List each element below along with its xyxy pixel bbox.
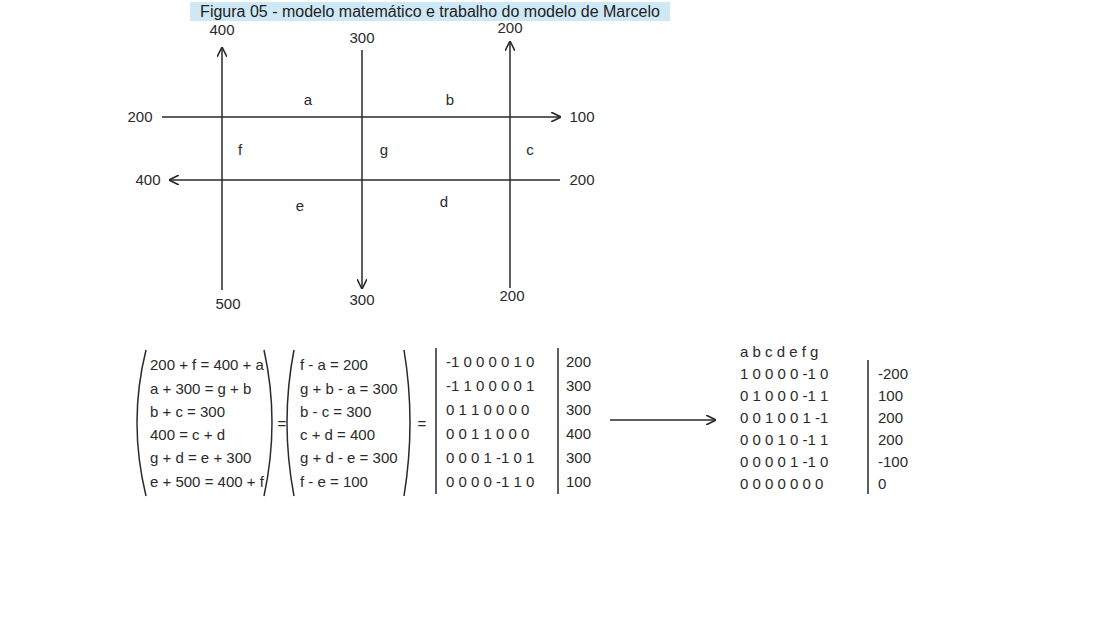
matrix-row: 0 1 0 0 0 -1 1	[740, 387, 828, 404]
matrix-row: 0 0 0 1 -1 0 1	[446, 449, 534, 466]
equation: g + d = e + 300	[150, 449, 251, 466]
matrix-value: 400	[566, 425, 591, 442]
variable-label: f	[238, 141, 242, 158]
equation: g + d - e = 300	[300, 449, 398, 466]
matrix-row: 0 0 0 1 0 -1 1	[740, 431, 828, 448]
parenthesis	[264, 350, 272, 496]
equation: g + b - a = 300	[300, 380, 398, 397]
equals-sign: =	[418, 415, 427, 432]
matrix-value: -200	[878, 365, 908, 382]
matrix-value: 100	[878, 387, 903, 404]
arrow	[610, 419, 715, 421]
matrix-value: 200	[878, 431, 903, 448]
flow-value: 200	[499, 287, 524, 304]
flow-value: 300	[349, 291, 374, 308]
variable-label: a	[304, 91, 312, 108]
flow-value: 400	[135, 171, 160, 188]
matrix-value: 100	[566, 473, 591, 490]
street-line	[509, 42, 511, 288]
flow-value: 300	[349, 29, 374, 46]
variable-label: b	[446, 91, 454, 108]
variable-label: e	[296, 197, 304, 214]
matrix-value: 200	[566, 353, 591, 370]
equation: b - c = 300	[300, 403, 371, 420]
variable-label: c	[526, 141, 534, 158]
variable-label: g	[380, 141, 388, 158]
matrix-value: 0	[878, 475, 886, 492]
matrix-value: 300	[566, 449, 591, 466]
matrix-row: 0 0 0 0 1 -1 0	[740, 453, 828, 470]
flow-value: 200	[569, 171, 594, 188]
figure-title: Figura 05 - modelo matemático e trabalho…	[190, 2, 670, 21]
street-line	[361, 50, 363, 288]
equation: c + d = 400	[300, 426, 375, 443]
matrix-row: -1 0 0 0 0 1 0	[446, 353, 534, 370]
flow-value: 200	[127, 108, 152, 125]
matrix-row: 0 0 1 1 0 0 0	[446, 425, 529, 442]
matrix-value: 300	[566, 401, 591, 418]
street-line	[162, 116, 560, 118]
matrix-row: 0 1 1 0 0 0 0	[446, 401, 529, 418]
equation: f - a = 200	[300, 356, 368, 373]
flow-value: 200	[497, 19, 522, 36]
matrix-value: 300	[566, 377, 591, 394]
variable-label: d	[440, 193, 448, 210]
column-header: a b c d e f g	[740, 343, 818, 360]
equation: b + c = 300	[150, 403, 225, 420]
parenthesis	[287, 350, 294, 496]
parenthesis	[137, 350, 146, 496]
equals-sign: =	[278, 415, 287, 432]
matrix-row: 0 0 1 0 0 1 -1	[740, 409, 828, 426]
equation: 200 + f = 400 + a	[150, 356, 264, 373]
equation: e + 500 = 400 + f	[150, 473, 264, 490]
matrix-value: 200	[878, 409, 903, 426]
equation: 400 = c + d	[150, 426, 225, 443]
parenthesis	[404, 350, 410, 496]
flow-value: 400	[209, 21, 234, 38]
matrix-bar	[867, 360, 869, 494]
equation: a + 300 = g + b	[150, 380, 251, 397]
matrix-row: -1 1 0 0 0 0 1	[446, 377, 534, 394]
matrix-value: -100	[878, 453, 908, 470]
street-line	[170, 179, 560, 181]
matrix-row: 0 0 0 0 0 0 0	[740, 475, 823, 492]
matrix-bar	[557, 348, 559, 494]
flow-value: 500	[215, 295, 240, 312]
matrix-row: 0 0 0 0 -1 1 0	[446, 473, 534, 490]
street-line	[221, 48, 223, 290]
equation: f - e = 100	[300, 473, 368, 490]
matrix-bar	[435, 348, 437, 494]
flow-value: 100	[569, 108, 594, 125]
matrix-row: 1 0 0 0 0 -1 0	[740, 365, 828, 382]
